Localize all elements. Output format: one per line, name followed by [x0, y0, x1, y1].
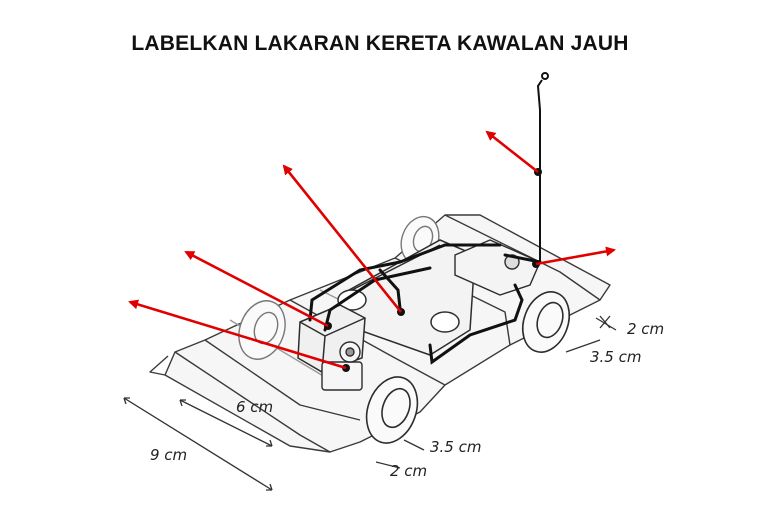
arrow-icon	[184, 250, 329, 328]
dim-label-3-5cm-right: 3.5 cm	[590, 348, 641, 366]
arrow-icon	[485, 130, 539, 174]
page-title: LABELKAN LAKARAN KERETA KAWALAN JAUH	[131, 32, 629, 55]
antenna	[536, 72, 549, 262]
dim-label-2cm-bottom: 2 cm	[390, 462, 427, 480]
switch	[321, 341, 363, 391]
arrow-icon	[535, 246, 616, 266]
wheel-front-right	[521, 291, 571, 353]
arrow-icon	[128, 299, 347, 370]
arrow-icon	[282, 164, 403, 313]
dimension-lines	[123, 315, 617, 491]
dim-label-2cm-right: 2 cm	[627, 320, 664, 338]
dim-label-3-5cm-bottom: 3.5 cm	[430, 438, 481, 456]
label-arrows	[128, 130, 616, 370]
dim-label-9cm: 9 cm	[150, 446, 187, 464]
dim-label-6cm: 6 cm	[236, 398, 273, 416]
wheel-front-left	[365, 376, 419, 444]
